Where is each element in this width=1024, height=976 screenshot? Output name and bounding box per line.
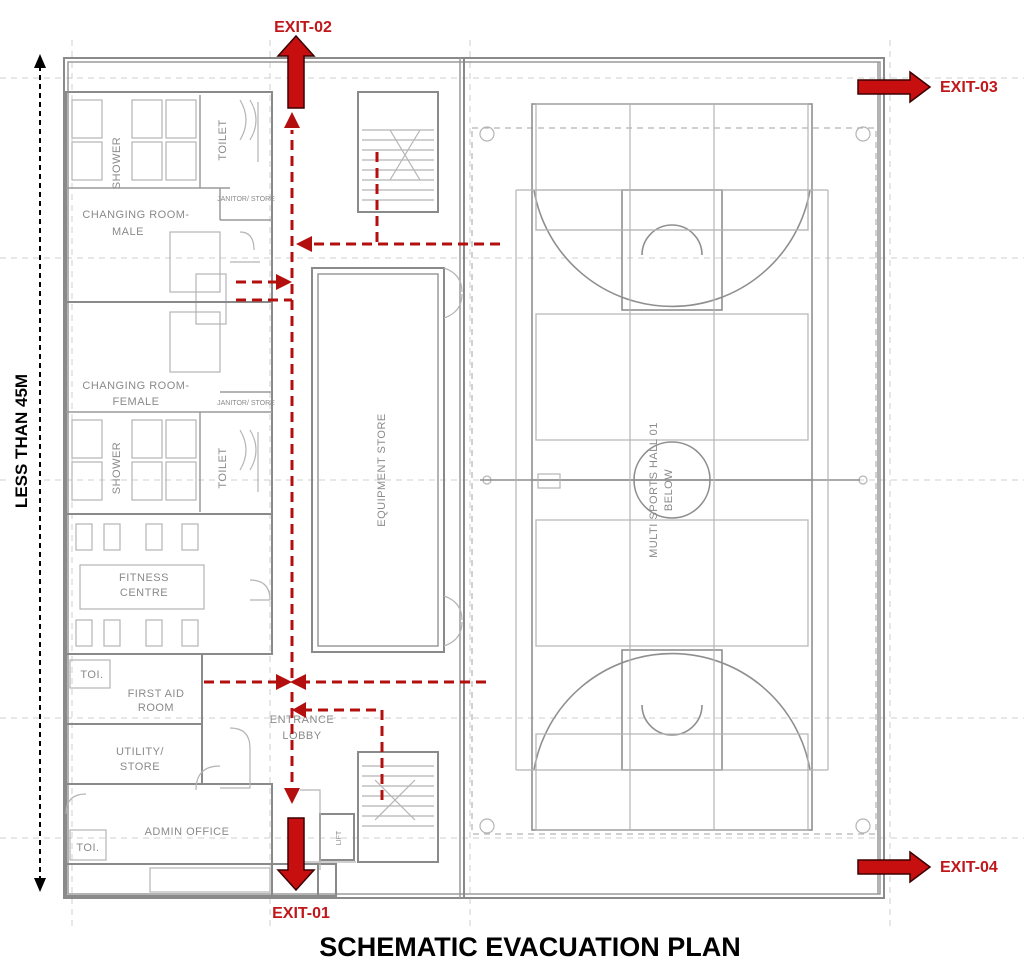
route-from-stair-bottom [304, 708, 384, 800]
route-arrowhead-hall-bottom [290, 674, 306, 690]
label-toilet-female: TOILET [217, 447, 229, 488]
label-fitness-1: FITNESS [119, 572, 169, 584]
label-admin: ADMIN OFFICE [145, 826, 230, 838]
label-changing-male-2: MALE [112, 226, 144, 238]
label-fitness-2: CENTRE [120, 587, 168, 599]
route-arrowhead-changing-1 [276, 274, 292, 290]
label-equipment-store: EQUIPMENT STORE [376, 413, 388, 526]
route-arrowhead-up [284, 112, 300, 128]
exit-01-arrow [276, 817, 316, 892]
exit-02-label: EXIT-02 [274, 19, 332, 36]
label-janitor-male: JANITOR/ STORE [217, 196, 275, 203]
left-wing [65, 91, 337, 897]
route-arrowhead-hall-top [296, 236, 312, 252]
exit-arrows [276, 34, 932, 892]
label-changing-male-1: CHANGING ROOM- [82, 209, 189, 221]
label-shower-female: SHOWER [111, 442, 123, 495]
label-changing-female-1: CHANGING ROOM- [82, 380, 189, 392]
central-block [271, 91, 463, 898]
label-toi-2: TOI. [76, 842, 99, 854]
dimension-label: LESS THAN 45M [12, 374, 31, 508]
label-lift: LIFT [336, 830, 343, 845]
label-janitor-female: JANITOR/ STORE [217, 400, 275, 407]
label-first-aid-1: FIRST AID [128, 688, 185, 700]
exit-03-label: EXIT-03 [940, 79, 998, 96]
sports-hall [471, 103, 877, 835]
exit-03-arrow [857, 70, 932, 104]
route-arrowhead-stair-bottom [292, 702, 306, 718]
label-utility-2: STORE [120, 761, 160, 773]
exit-01-label: EXIT-01 [272, 905, 330, 922]
label-entrance-1: ENTRANCE [270, 714, 335, 726]
label-shower-male: SHOWER [111, 137, 123, 190]
plan-title: SCHEMATIC EVACUATION PLAN [319, 932, 741, 962]
label-first-aid-2: ROOM [138, 702, 174, 714]
exit-04-arrow [857, 850, 932, 884]
room-labels: SHOWER TOILET JANITOR/ STORE CHANGING RO… [76, 119, 675, 854]
building-outline [63, 57, 885, 899]
label-utility-1: UTILITY/ [116, 746, 164, 758]
grid-lines [0, 40, 1024, 930]
route-arrowhead-first-aid [276, 674, 292, 690]
label-multi-sports-2: BELOW [663, 469, 675, 511]
label-entrance-2: LOBBY [282, 730, 321, 742]
label-multi-sports-1: MULTI SPORTS HALL 01 [648, 422, 660, 558]
exit-02-arrow [276, 34, 316, 109]
label-toi-1: TOI. [80, 669, 103, 681]
label-toilet-male: TOILET [217, 119, 229, 160]
label-changing-female-2: FEMALE [112, 396, 159, 408]
route-arrowhead-down [284, 788, 300, 804]
dimension-line: LESS THAN 45M [8, 54, 46, 892]
evacuation-routes [204, 112, 500, 804]
exit-04-label: EXIT-04 [940, 859, 998, 876]
